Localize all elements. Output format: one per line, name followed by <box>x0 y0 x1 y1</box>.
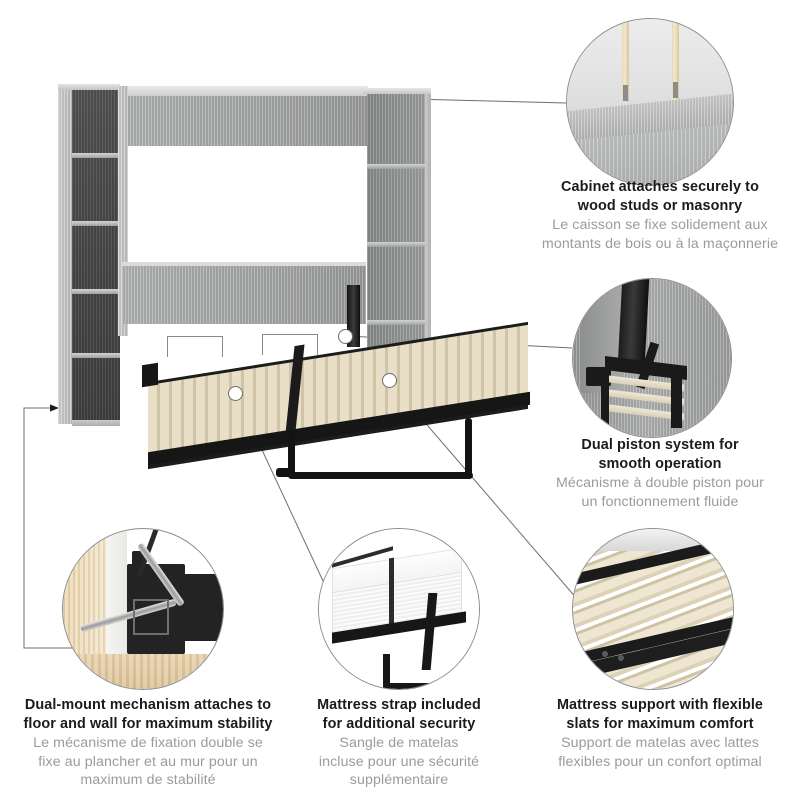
floor-wall-screw-mount-photo[interactable] <box>62 528 224 690</box>
bracket-square-tube <box>133 599 170 636</box>
bookcase-right-side-panel <box>425 88 431 418</box>
caption-dual-mount: Dual-mount mechanism attaches to floor a… <box>6 696 290 790</box>
shelf <box>367 242 425 247</box>
shelf <box>72 153 120 158</box>
bed-frame-foot <box>383 682 441 689</box>
caption-dual-piston: Dual piston system for smooth operation … <box>520 436 800 511</box>
cabinet-top-wall-studs-photo[interactable] <box>566 18 734 186</box>
cabinet-lower-panel <box>122 262 366 324</box>
wall-surface <box>106 529 127 654</box>
callout-dot-piston[interactable] <box>338 329 353 344</box>
shelf <box>367 320 425 325</box>
caption-en: Cabinet attaches securely to wood studs … <box>561 179 759 214</box>
caption-en: Dual-mount mechanism attaches to floor a… <box>23 697 273 732</box>
support-leg-foot <box>288 472 473 479</box>
product-illustration <box>0 0 560 500</box>
support-leg-vertical <box>288 430 295 478</box>
cabinet-open-recess <box>128 146 360 261</box>
floor-surface <box>63 653 223 689</box>
caption-fr: Support de matelas avec lattes flexibles… <box>558 735 762 770</box>
bookcase-left-interior <box>72 88 120 420</box>
frame-left-rail <box>142 362 158 388</box>
cabinet-top-face <box>118 86 368 96</box>
shelf <box>72 221 120 226</box>
shelf <box>367 164 425 169</box>
cabinet-lower-top-edge <box>122 262 366 266</box>
bookcase-left-base <box>72 420 120 426</box>
support-leg-right <box>465 418 472 476</box>
wood-stud-icon <box>63 529 107 654</box>
caption-mattress-strap: Mattress strap included for additional s… <box>288 696 510 790</box>
headboard-wire-right <box>262 334 318 355</box>
bookcase-left-side-panel <box>58 84 72 424</box>
bookcase-right-top-edge <box>363 88 431 94</box>
bolt-icon <box>617 655 624 662</box>
wood-stud-icon <box>621 19 629 102</box>
callout-dot-slats[interactable] <box>382 373 397 388</box>
headboard-wire-left <box>167 336 223 357</box>
caption-fr: Mécanisme à double piston pour un foncti… <box>555 475 765 510</box>
caption-fr: Le caisson se fixe solidement aux montan… <box>541 217 779 252</box>
cabinet-header-panel <box>118 86 368 146</box>
bracket-icon <box>673 82 679 99</box>
caption-en: Mattress support with flexible slats for… <box>556 697 764 732</box>
dual-piston-mechanism-photo[interactable] <box>572 278 732 438</box>
caption-fr: Sangle de matelas incluse pour une sécur… <box>318 735 480 789</box>
cabinet-left-pillar <box>118 86 128 336</box>
mattress-strap-photo[interactable] <box>318 528 480 690</box>
frame-rail <box>601 373 610 428</box>
caption-flexible-slats: Mattress support with flexible slats for… <box>524 696 796 771</box>
mount-bracket-back <box>175 573 223 641</box>
wood-stud-icon <box>671 19 679 102</box>
flexible-wood-slats-photo[interactable] <box>572 528 734 690</box>
support-leg-cap <box>276 468 292 477</box>
bolt-icon <box>601 650 608 657</box>
frame-rail <box>670 376 682 428</box>
bookcase-left-top-edge <box>58 84 120 90</box>
left-bookcase <box>58 84 120 426</box>
caption-en: Mattress strap included for additional s… <box>317 697 481 732</box>
mattress-strap-icon <box>389 557 395 632</box>
shelf <box>72 353 120 358</box>
bed-frame-leg <box>383 653 390 689</box>
bracket-icon <box>623 85 629 102</box>
caption-fr: Le mécanisme de fixation double se fixe … <box>33 735 263 789</box>
bed-platform <box>140 321 540 480</box>
caption-en: Dual piston system for smooth operation <box>581 437 739 472</box>
shelf <box>72 289 120 294</box>
caption-wall-mount: Cabinet attaches securely to wood studs … <box>520 178 800 253</box>
callout-dot-mattress-strap[interactable] <box>228 386 243 401</box>
